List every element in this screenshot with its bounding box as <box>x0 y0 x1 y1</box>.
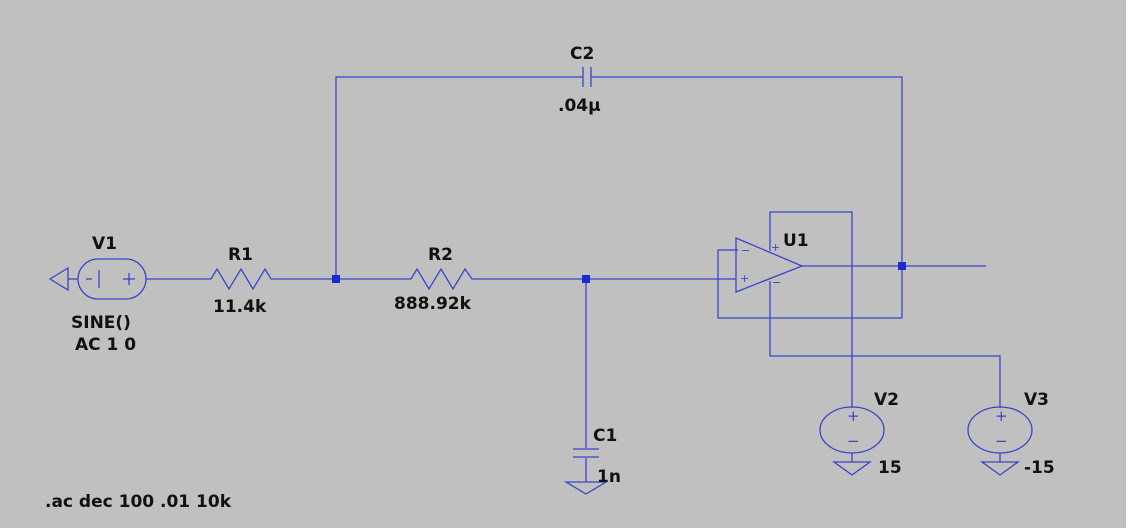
r1-resistor[interactable] <box>210 267 277 291</box>
u1-inverting-mark: − <box>741 244 750 257</box>
r2-resistor[interactable] <box>410 267 478 291</box>
u1-vminus-mark: − <box>772 276 781 289</box>
v1-body <box>77 258 147 300</box>
v2-plus-mark: + <box>847 407 860 425</box>
v2-ground-symbol <box>831 461 873 476</box>
v3-ground-symbol <box>979 461 1021 476</box>
c2-label: C2 <box>570 44 594 64</box>
u1-noninverting-mark: + <box>740 272 749 285</box>
v1-label: V1 <box>92 234 117 254</box>
u1-opamp[interactable] <box>735 237 804 293</box>
wire-c2-left[interactable] <box>335 76 580 279</box>
junction-output[interactable] <box>898 262 906 270</box>
spice-directive[interactable]: .ac dec 100 .01 10k <box>45 492 232 512</box>
v3-value: -15 <box>1024 458 1055 478</box>
wire-v2-supply[interactable] <box>769 211 853 408</box>
r1-label: R1 <box>228 245 253 265</box>
wire-feedback-loop[interactable] <box>717 249 903 319</box>
v3-minus-mark: − <box>995 432 1008 450</box>
c1-ground-symbol <box>563 481 609 495</box>
c1-value: 1n <box>597 467 621 487</box>
r1-value: 11.4k <box>213 297 267 317</box>
c2-value: .04µ <box>558 96 601 116</box>
junction-r1-r2[interactable] <box>332 275 340 283</box>
wires <box>146 76 1001 482</box>
u1-label: U1 <box>783 231 809 251</box>
u1-triangle <box>735 237 804 293</box>
v1-value: SINE() <box>71 313 131 333</box>
r2-value: 888.92k <box>394 294 472 314</box>
v3-source[interactable] <box>967 406 1033 476</box>
v1-source[interactable] <box>48 258 147 300</box>
v1-ac-value: AC 1 0 <box>75 335 136 355</box>
c1-label: C1 <box>593 426 617 446</box>
v3-plus-mark: + <box>995 407 1008 425</box>
r2-label: R2 <box>428 245 453 265</box>
c1-capacitor[interactable] <box>563 448 609 495</box>
v2-value: 15 <box>878 458 902 478</box>
u1-vplus-mark: + <box>771 241 780 254</box>
v2-source[interactable] <box>819 406 885 476</box>
v3-label: V3 <box>1024 390 1049 410</box>
c2-capacitor[interactable] <box>580 67 594 87</box>
wire-c2-right[interactable] <box>594 76 903 266</box>
v2-label: V2 <box>874 390 899 410</box>
wire-v3-supply[interactable] <box>769 288 1001 408</box>
junction-r2-c1[interactable] <box>582 275 590 283</box>
v2-minus-mark: − <box>847 432 860 450</box>
